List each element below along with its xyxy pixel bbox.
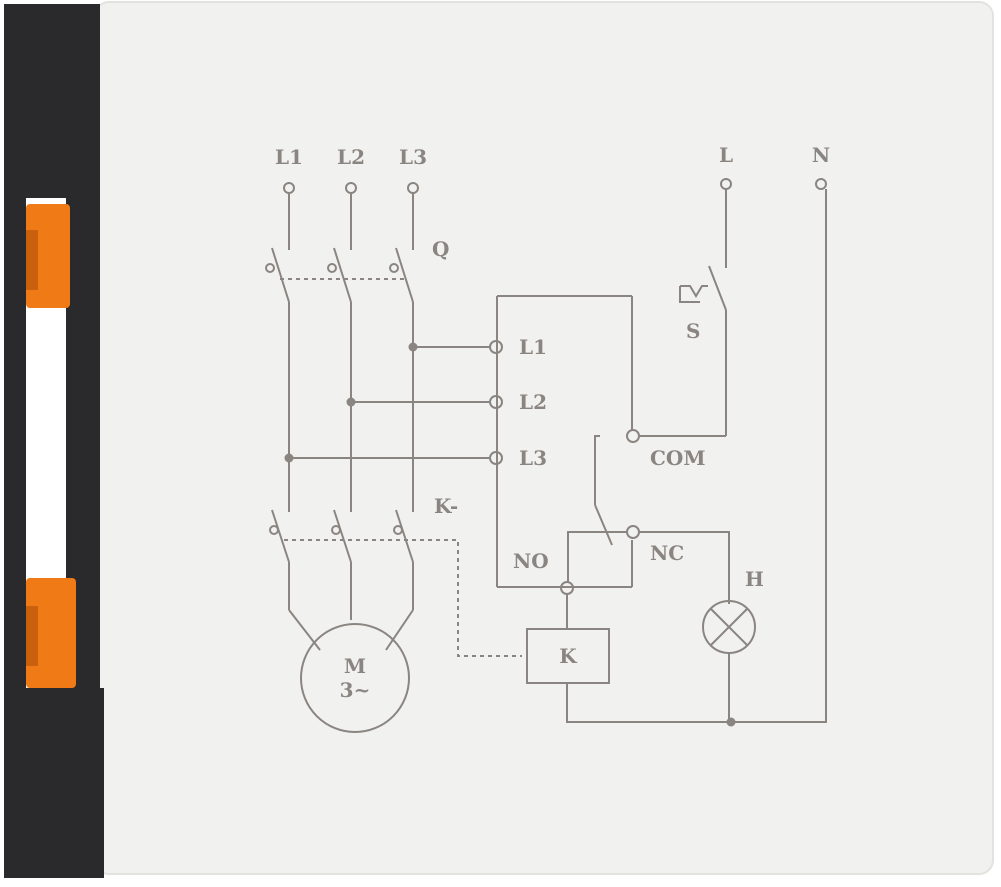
latch-clip-lower: [26, 578, 76, 688]
label-relay-l1: L1: [519, 335, 547, 359]
relay-terminal-l3: [489, 451, 503, 465]
label-supply-l1: L1: [275, 145, 303, 169]
label-motor-phases: 3~: [340, 678, 371, 702]
label-breaker: Q: [432, 237, 449, 261]
label-supply-l3: L3: [399, 145, 427, 169]
label-relay-no: NO: [513, 549, 549, 573]
label-motor-name: M: [344, 654, 366, 678]
motor: [300, 623, 410, 733]
label-lamp: H: [745, 567, 764, 591]
label-contactor: K-: [434, 494, 458, 518]
cover-panel: [94, 1, 994, 875]
terminal-n: [815, 178, 827, 190]
label-relay-com: COM: [650, 446, 705, 470]
contactor-k: [269, 509, 522, 657]
label-supply-n: N: [812, 143, 830, 167]
relay-terminal-l1: [489, 340, 503, 354]
latch-clip-upper: [26, 204, 70, 308]
label-supply-l2: L2: [337, 145, 365, 169]
label-relay-l3: L3: [519, 446, 547, 470]
label-coil: K: [559, 644, 577, 668]
breaker-q: [265, 193, 414, 303]
label-relay-nc: NC: [650, 541, 684, 565]
junction-dots: [284, 342, 736, 727]
label-button: S: [686, 319, 700, 343]
relay-terminal-l2: [489, 395, 503, 409]
din-rail-housing: [4, 4, 104, 878]
label-supply-l: L: [719, 143, 733, 167]
label-relay-l2: L2: [519, 390, 547, 414]
wiring-schematic: [265, 178, 827, 733]
